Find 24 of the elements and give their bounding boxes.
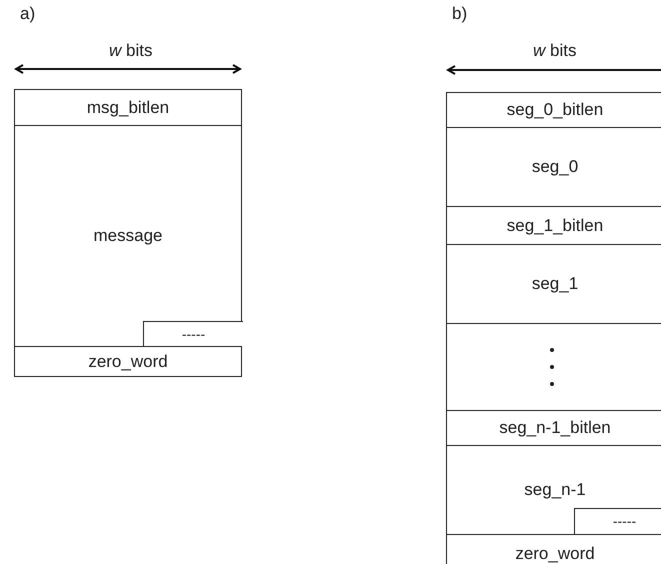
field-label: msg_bitlen [86, 98, 170, 118]
field-row [14, 89, 242, 126]
panel-label: b) [452, 4, 468, 24]
padding-box [143, 321, 243, 348]
field-label: seg_n-1 [524, 480, 586, 500]
field-row [14, 125, 242, 347]
field-label: seg_0 [532, 157, 578, 177]
field-row [446, 92, 661, 128]
width-label: w bits [533, 41, 576, 61]
width-label: w bits [109, 41, 152, 61]
field-label: zero_word [88, 352, 168, 372]
field-row [14, 346, 242, 377]
field-row [446, 445, 661, 535]
field-label: ----- [182, 326, 206, 342]
field-label: seg_n-1_bitlen [499, 418, 611, 438]
padding-box [574, 508, 661, 536]
field-label: seg_0_bitlen [506, 100, 604, 120]
panel-label: a) [20, 4, 36, 24]
field-row [446, 534, 661, 564]
field-label: seg_1 [532, 274, 578, 294]
field-label: ----- [612, 513, 636, 529]
field-label: seg_1_bitlen [506, 216, 604, 236]
field-label: message [94, 226, 162, 246]
field-label: zero_word [515, 544, 595, 564]
